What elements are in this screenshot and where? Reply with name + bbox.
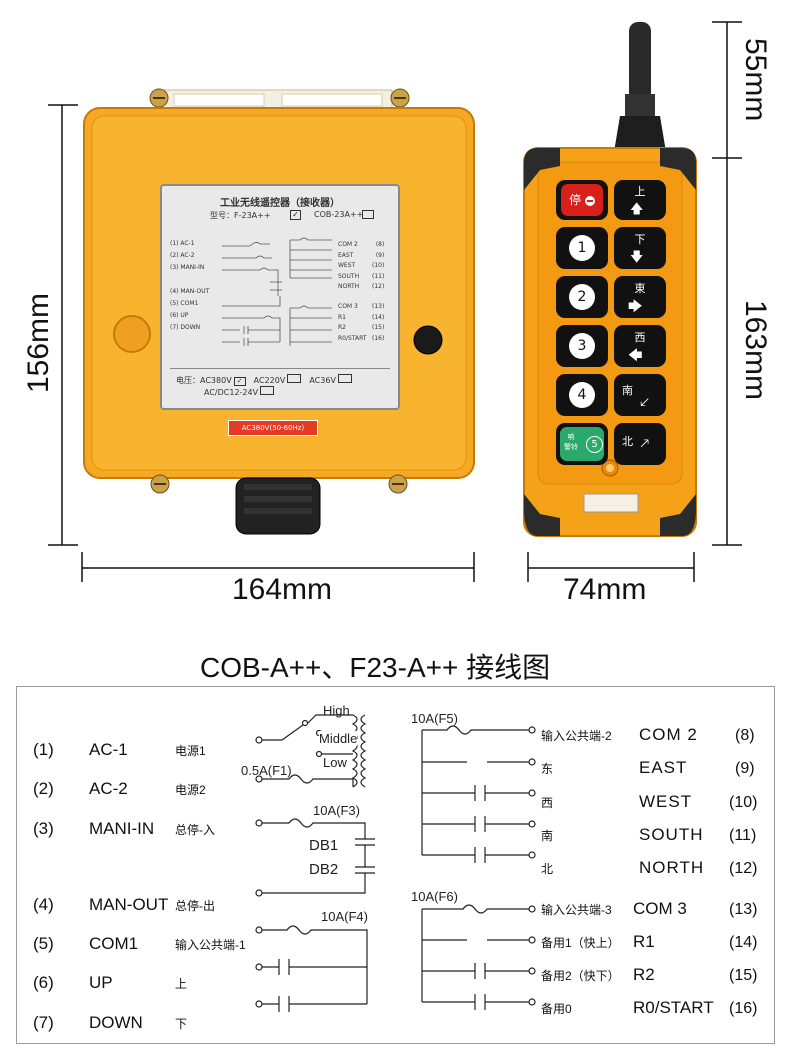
tap-middle-label: Middle [319, 731, 358, 746]
stop-button[interactable]: 停 [556, 180, 608, 220]
east-label: 東 [634, 282, 646, 295]
tap-high-label: High [323, 703, 350, 718]
south-button[interactable]: 南 🡗 [614, 374, 666, 416]
remote-body [523, 22, 697, 537]
dimension-lines [48, 21, 742, 582]
arrow-right-icon: 🡆 [628, 299, 643, 315]
fuse-f1-label: 0.5A(F1) [241, 763, 292, 778]
north-button[interactable]: 北 🡕 [614, 423, 666, 465]
terminal-row: 备用1（快上）R1(14) [541, 932, 758, 951]
db2-label: DB2 [309, 861, 339, 878]
fuse-f6-label: 10A(F6) [411, 889, 458, 904]
up-label: 上 [634, 185, 646, 198]
west-label: 西 [634, 331, 646, 344]
button-3[interactable]: 3 [556, 325, 608, 367]
arrow-down-left-icon: 🡗 [640, 395, 650, 411]
minus-icon [584, 195, 595, 206]
voltage-row-2: AC/DC12-24V [204, 386, 275, 397]
antenna-length-label: 55mm [739, 38, 772, 122]
arrow-down-icon: 🡇 [630, 250, 644, 265]
remote-width-label: 74mm [563, 573, 647, 606]
fuse-f5-label: 10A(F5) [411, 711, 458, 726]
arrow-up-right-icon: 🡕 [640, 436, 650, 452]
remote-transmitter: 停 1 2 3 4 响 警铃 5 上 🡅 下 🡇 東 🡆 西 🡄 [516, 20, 706, 540]
label-left-rows: (1) AC-1 (2) AC-2 (3) MANI-IN (4) MAN-OU… [170, 240, 210, 331]
label-model: 型号：F-23A++ [210, 211, 271, 220]
tap-low-label: Low [323, 755, 347, 770]
up-button[interactable]: 上 🡅 [614, 180, 666, 220]
label-right-nums: (8) (9) (10) (11) (12) (13) (14) (15) (1… [372, 241, 385, 342]
label-right-rows: COM 2 EAST WEST SOUTH NORTH COM 3 R1 R2 … [338, 241, 367, 342]
arrow-up-icon: 🡅 [630, 202, 644, 217]
remote-height-label: 163mm [739, 300, 772, 401]
label-model-alt: COB-23A++ [314, 210, 364, 219]
alarm-label-2: 警铃 [564, 443, 578, 451]
north-label: 北 [622, 435, 633, 448]
button-4[interactable]: 4 [556, 374, 608, 416]
down-button[interactable]: 下 🡇 [614, 227, 666, 269]
alarm-label-1: 响 [567, 433, 575, 441]
receiver-width-label: 164mm [232, 573, 333, 606]
button-4-label: 4 [569, 382, 595, 408]
west-button[interactable]: 西 🡄 [614, 325, 666, 367]
down-label: 下 [634, 233, 646, 246]
arrow-left-icon: 🡄 [628, 348, 643, 364]
alarm-number: 5 [586, 436, 603, 453]
stop-label: 停 [569, 193, 582, 207]
button-2-label: 2 [569, 284, 595, 310]
label-title: 工业无线遥控器（接收器） [220, 198, 340, 209]
terminal-row: 备用2（快下）R2(15) [541, 965, 758, 984]
button-1[interactable]: 1 [556, 227, 608, 269]
fuse-f3-label: 10A(F3) [313, 803, 360, 818]
east-button[interactable]: 東 🡆 [614, 276, 666, 318]
south-label: 南 [622, 384, 633, 397]
voltage-tag: AC380V(50-60Hz) [228, 420, 318, 436]
receiver-height-label: 156mm [22, 292, 55, 393]
db1-label: DB1 [309, 837, 339, 854]
label-mini-schematic [222, 237, 332, 346]
receiver-label-plate: 工业无线遥控器（接收器） 型号：F-23A++ ✓ COB-23A++ (1) … [160, 184, 400, 410]
fuse-f4-label: 10A(F4) [321, 909, 368, 924]
button-2[interactable]: 2 [556, 276, 608, 318]
label-divider [170, 368, 390, 369]
model-alt-checkbox [362, 210, 374, 219]
wiring-title: COB-A++、F23-A++ 接线图 [200, 652, 551, 683]
alarm-button[interactable]: 响 警铃 5 [556, 423, 608, 465]
receiver-unit: 工业无线遥控器（接收器） 型号：F-23A++ ✓ COB-23A++ (1) … [82, 86, 476, 536]
model-checkbox: ✓ [290, 210, 301, 220]
button-1-label: 1 [569, 235, 595, 261]
button-3-label: 3 [569, 333, 595, 359]
